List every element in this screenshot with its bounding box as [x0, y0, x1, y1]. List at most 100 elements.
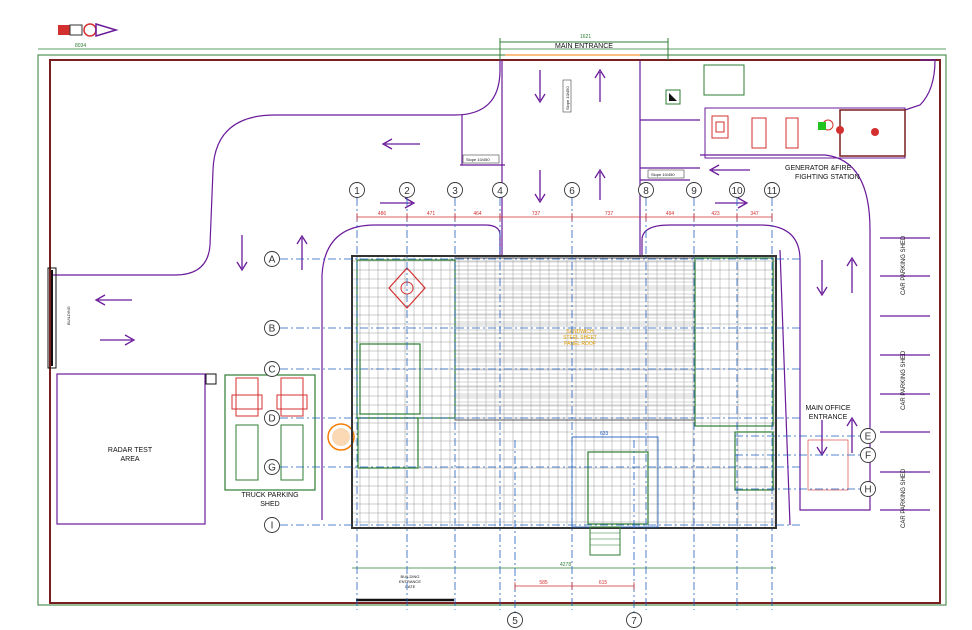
- dimension-label: 615: [599, 580, 608, 586]
- truck-label-line1: TRUCK PARKING: [241, 492, 298, 499]
- grid-column-bubble-10: 10: [729, 182, 745, 198]
- grid-column-label: 3: [452, 186, 458, 197]
- grid-row-bubble-C: C: [264, 361, 280, 377]
- arrow-down-icon: [534, 170, 546, 204]
- structural-grid: 1 2 3 4 6 8 9 10 11 5 7 A B C D G I EF H: [264, 182, 876, 628]
- grid-row-bubble-F: F: [860, 447, 876, 463]
- grid-row-bubble-G: G: [264, 459, 280, 475]
- dimension-label: 486: [378, 211, 387, 217]
- arrow-up-icon: [594, 168, 606, 200]
- car-parking-label: CAR PARKING SHED: [901, 468, 907, 528]
- steel-panel-roof: [454, 257, 696, 421]
- grid-row-bubble-H: H: [860, 481, 876, 497]
- truck-parking-shed: TRUCK PARKING SHED: [224, 374, 316, 508]
- grid-row-bubble-D: D: [264, 410, 280, 426]
- grid-column-label: 2: [404, 186, 410, 197]
- arrow-down-icon: [534, 70, 546, 104]
- office-entrance-line2: ENTRANCE: [809, 414, 848, 421]
- grid-column-label: 5: [512, 616, 518, 627]
- main-entrance-label: MAIN ENTRANCE: [555, 43, 613, 50]
- grid-column-label: 1: [354, 186, 360, 197]
- grid-column-label: 4: [497, 186, 503, 197]
- car-parking-label: CAR PARKING SHED: [901, 350, 907, 410]
- grid-column-bubble-5: 5: [507, 612, 523, 628]
- bottom-overall-dimension-label: 4278: [560, 562, 571, 568]
- grid-row-label: B: [269, 324, 276, 335]
- dimension-label: 347: [750, 211, 759, 217]
- slope-label: Slope 10/450: [651, 172, 675, 177]
- site-boundary: [49, 59, 941, 604]
- guard-post-icon: [669, 93, 677, 101]
- gate-label-line1: BUILDING: [401, 574, 420, 579]
- arrow-down-icon: [816, 260, 828, 297]
- dimension-label: 464: [473, 211, 482, 217]
- road-network: [52, 59, 936, 526]
- grid-row-bubble-I: I: [264, 517, 280, 533]
- arrow-up-icon: [594, 68, 606, 102]
- slope-label: Slope 10/450: [565, 86, 570, 110]
- grid-column-bubble-7: 7: [626, 612, 642, 628]
- gate-label-line2: ENTRANCE: [399, 579, 421, 584]
- arrow-left-icon: [94, 294, 132, 306]
- radar-test-area: [56, 373, 206, 525]
- grid-column-bubble-1: 1: [349, 182, 365, 198]
- arrow-left-icon: [381, 138, 420, 150]
- generator-fire-station: GENERATOR &FIRE FIGHTING STATION: [704, 107, 906, 181]
- grid-column-label: 6: [569, 186, 575, 197]
- roof-label-line1: SANDWICH: [566, 329, 594, 335]
- generator-label-line2: FIGHTING STATION: [795, 174, 860, 181]
- grid-column-bubble-4: 4: [492, 182, 508, 198]
- car-parking-sheds: CAR PARKING SHED CAR PARKING SHED CAR PA…: [880, 235, 930, 528]
- outer-dimension-frame: [37, 54, 947, 606]
- grid-row-label: A: [269, 255, 276, 266]
- slope-labels: Slope 10/450 Slope 10/450 Slope 10/450: [462, 79, 685, 179]
- overall-dimension-label: 8034: [75, 43, 86, 49]
- dimension-label: 423: [711, 211, 720, 217]
- truck-label-line2: SHED: [260, 501, 279, 508]
- generator-label-line1: GENERATOR &FIRE: [785, 165, 852, 172]
- grid-row-label: H: [864, 485, 871, 496]
- entrance-dimension-label: 1621: [580, 34, 591, 40]
- security-cabin: [703, 64, 745, 96]
- center-dimension-label: 633: [600, 431, 609, 437]
- grid-row-bubble-E: E: [860, 428, 876, 444]
- office-entrance-line1: MAIN OFFICE: [805, 405, 850, 412]
- arrow-down-icon: [816, 420, 828, 457]
- arrow-up-icon: [846, 416, 858, 453]
- dimension-label: 494: [666, 211, 675, 217]
- grid-row-label: G: [268, 463, 276, 474]
- side-gate-label: BUILDING: [66, 306, 71, 325]
- grid-row-bubble-A: A: [264, 251, 280, 267]
- dimension-label: 471: [427, 211, 436, 217]
- grid-column-bubble-6: 6: [564, 182, 580, 198]
- grid-row-label: C: [268, 365, 275, 376]
- grid-column-label: 7: [631, 616, 637, 627]
- grid-row-label: D: [268, 414, 275, 425]
- roof-label-line3: PANEL ROOF: [564, 341, 596, 347]
- arrow-right-icon: [380, 197, 416, 209]
- entrance-steps: [589, 526, 621, 556]
- grid-row-label: E: [865, 432, 872, 443]
- arrow-up-icon: [846, 256, 858, 293]
- grid-row-label: I: [271, 521, 274, 532]
- grid-column-bubble-11: 11: [764, 182, 780, 198]
- grid-column-label: 10: [731, 186, 743, 197]
- arrow-up-icon: [296, 234, 308, 270]
- car-parking-label: CAR PARKING SHED: [901, 235, 907, 295]
- side-gate: [47, 267, 57, 369]
- office-entrance-zone: [807, 439, 849, 491]
- grid-column-label: 8: [643, 186, 649, 197]
- arrow-left-icon: [708, 164, 750, 176]
- main-entrance: MAIN ENTRANCE: [499, 38, 669, 60]
- gate-label-line3: GATE: [405, 584, 416, 589]
- grid-column-label: 9: [691, 186, 697, 197]
- dimension-label: 585: [539, 580, 548, 586]
- grid-row-label: F: [865, 451, 871, 462]
- grid-column-bubble-9: 9: [686, 182, 702, 198]
- radar-label-line1: RADAR TEST: [108, 447, 153, 454]
- grid-row-bubble-B: B: [264, 320, 280, 336]
- dimension-label: 737: [605, 211, 614, 217]
